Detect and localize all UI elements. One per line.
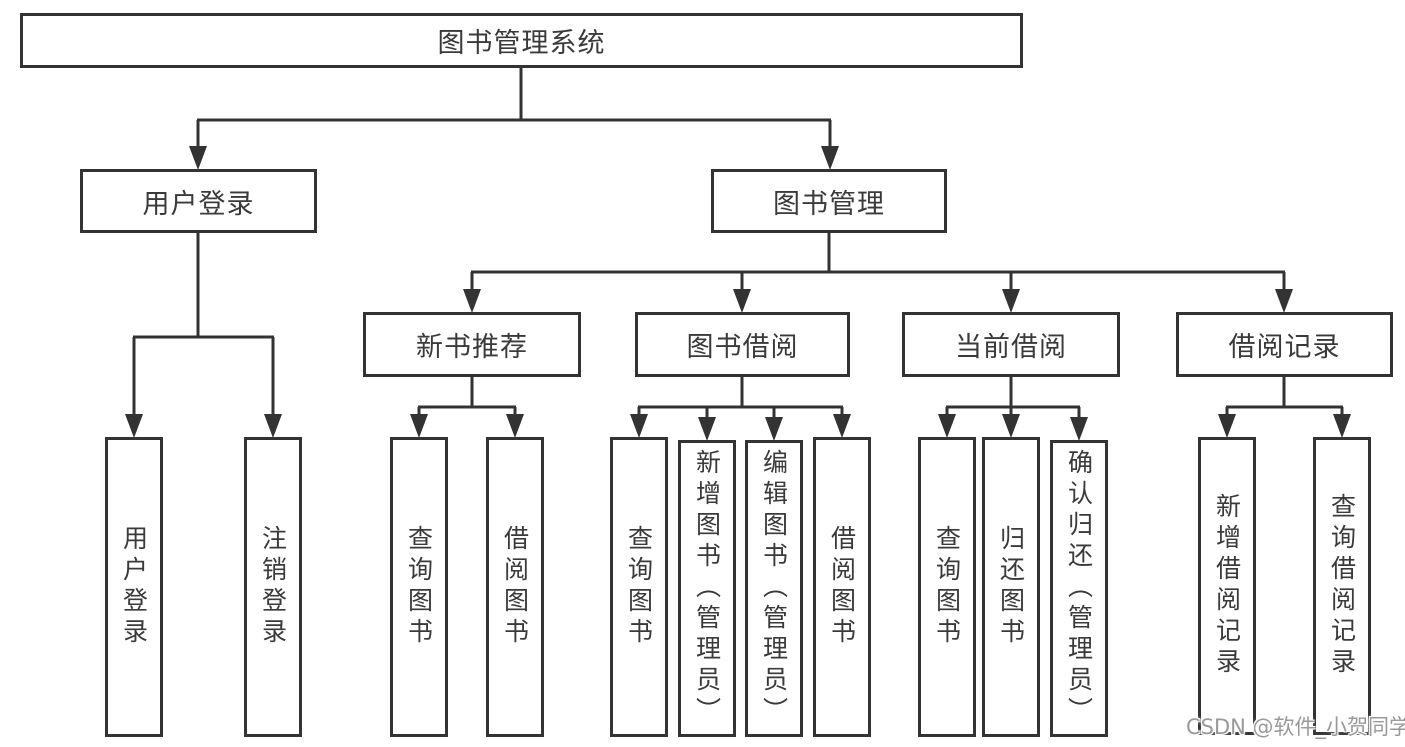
arrowhead (1070, 417, 1088, 441)
leaf-logout: 注销登录 (244, 437, 302, 737)
arrowhead (765, 417, 783, 441)
arrowhead (264, 414, 282, 438)
arrowhead (1333, 414, 1351, 438)
leaf-user-login: 用户登录 (105, 437, 163, 737)
arrowhead (125, 414, 143, 438)
node-book-management: 图书管理 (711, 169, 947, 233)
arrowhead (733, 289, 751, 313)
leaf-query-books-borrow: 查询图书 (610, 437, 668, 737)
arrowhead (1002, 289, 1020, 313)
arrowhead (1218, 414, 1236, 438)
arrowhead (1275, 289, 1293, 313)
leaf-borrow-books-recommend: 借阅图书 (486, 437, 544, 737)
leaf-query-books-current: 查询图书 (918, 437, 976, 737)
arrowhead (630, 414, 648, 438)
leaf-confirm-return-admin: 确认归还（管理员） (1050, 440, 1108, 737)
arrowhead (833, 414, 851, 438)
leaf-add-books-admin: 新增图书（管理员） (678, 440, 736, 737)
node-book-borrow: 图书借阅 (635, 312, 850, 377)
arrowhead (189, 146, 207, 170)
leaf-add-borrow-record: 新增借阅记录 (1198, 437, 1256, 735)
node-system-root: 图书管理系统 (20, 13, 1023, 68)
node-borrow-records: 借阅记录 (1176, 312, 1393, 377)
leaf-borrow-books: 借阅图书 (813, 437, 871, 737)
node-current-borrow: 当前借阅 (902, 312, 1120, 377)
arrowhead (463, 289, 481, 313)
watermark: CSDN @软件_小贺同学 (1186, 715, 1405, 739)
node-new-book-recommend: 新书推荐 (363, 312, 581, 377)
leaf-query-books-recommend: 查询图书 (390, 437, 448, 737)
arrowhead (938, 414, 956, 438)
leaf-return-books: 归还图书 (982, 437, 1040, 737)
leaf-edit-books-admin: 编辑图书（管理员） (745, 440, 803, 737)
arrowhead (1002, 414, 1020, 438)
leaf-query-borrow-record: 查询借阅记录 (1313, 437, 1371, 735)
arrowhead (410, 414, 428, 438)
arrowhead (506, 414, 524, 438)
arrowhead (821, 146, 839, 170)
node-user-login: 用户登录 (80, 169, 317, 233)
arrowhead (698, 417, 716, 441)
